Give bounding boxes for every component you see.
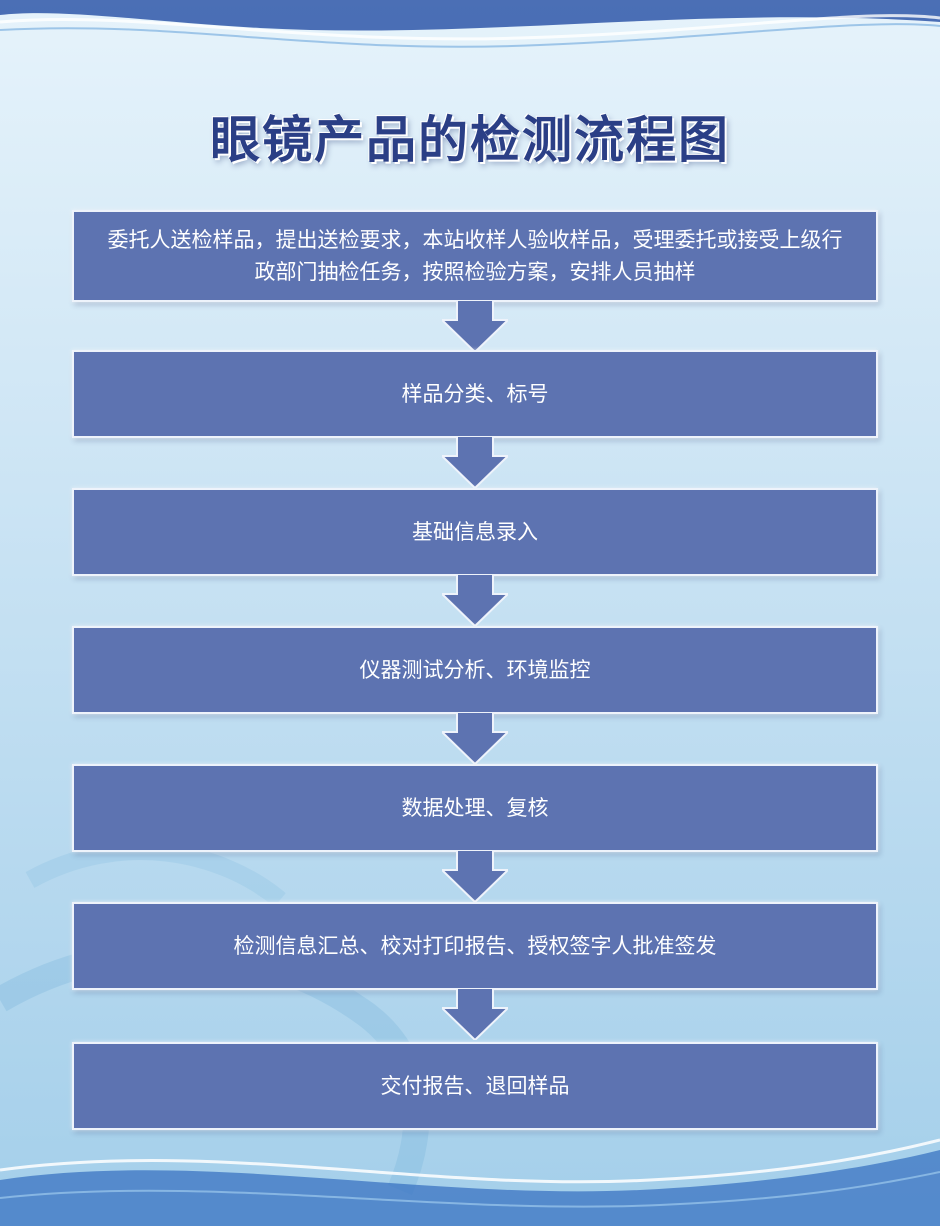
- flow-step-3-text: 基础信息录入: [412, 520, 538, 544]
- flow-step-2-text: 样品分类、标号: [401, 382, 549, 406]
- flow-step-3: 基础信息录入: [72, 488, 878, 576]
- flow-step-5: 数据处理、复核: [72, 764, 878, 852]
- flow-step-4: 仪器测试分析、环境监控: [72, 626, 878, 714]
- page-title: 眼镜产品的检测流程图: [210, 110, 730, 169]
- flow-arrow-4: [442, 712, 508, 764]
- flow-arrow-3: [442, 574, 508, 626]
- flow-step-7-text: 交付报告、退回样品: [380, 1074, 570, 1098]
- flow-arrow-5: [442, 850, 508, 902]
- flow-step-5-text: 数据处理、复核: [401, 796, 549, 820]
- flow-arrow-1: [442, 300, 508, 352]
- flow-step-7: 交付报告、退回样品: [72, 1042, 878, 1130]
- flow-step-2: 样品分类、标号: [72, 350, 878, 438]
- flow-step-1-text: 委托人送检样品，提出送检要求，本站收样人验收样品，受理委托或接受上级行政部门抽检…: [107, 228, 843, 284]
- flow-arrow-6: [442, 988, 508, 1040]
- flow-step-4-text: 仪器测试分析、环境监控: [359, 658, 591, 682]
- flow-arrow-2: [442, 436, 508, 488]
- flow-step-1: 委托人送检样品，提出送检要求，本站收样人验收样品，受理委托或接受上级行政部门抽检…: [72, 210, 878, 302]
- flow-step-6-text: 检测信息汇总、校对打印报告、授权签字人批准签发: [233, 934, 717, 958]
- flow-step-6: 检测信息汇总、校对打印报告、授权签字人批准签发: [72, 902, 878, 990]
